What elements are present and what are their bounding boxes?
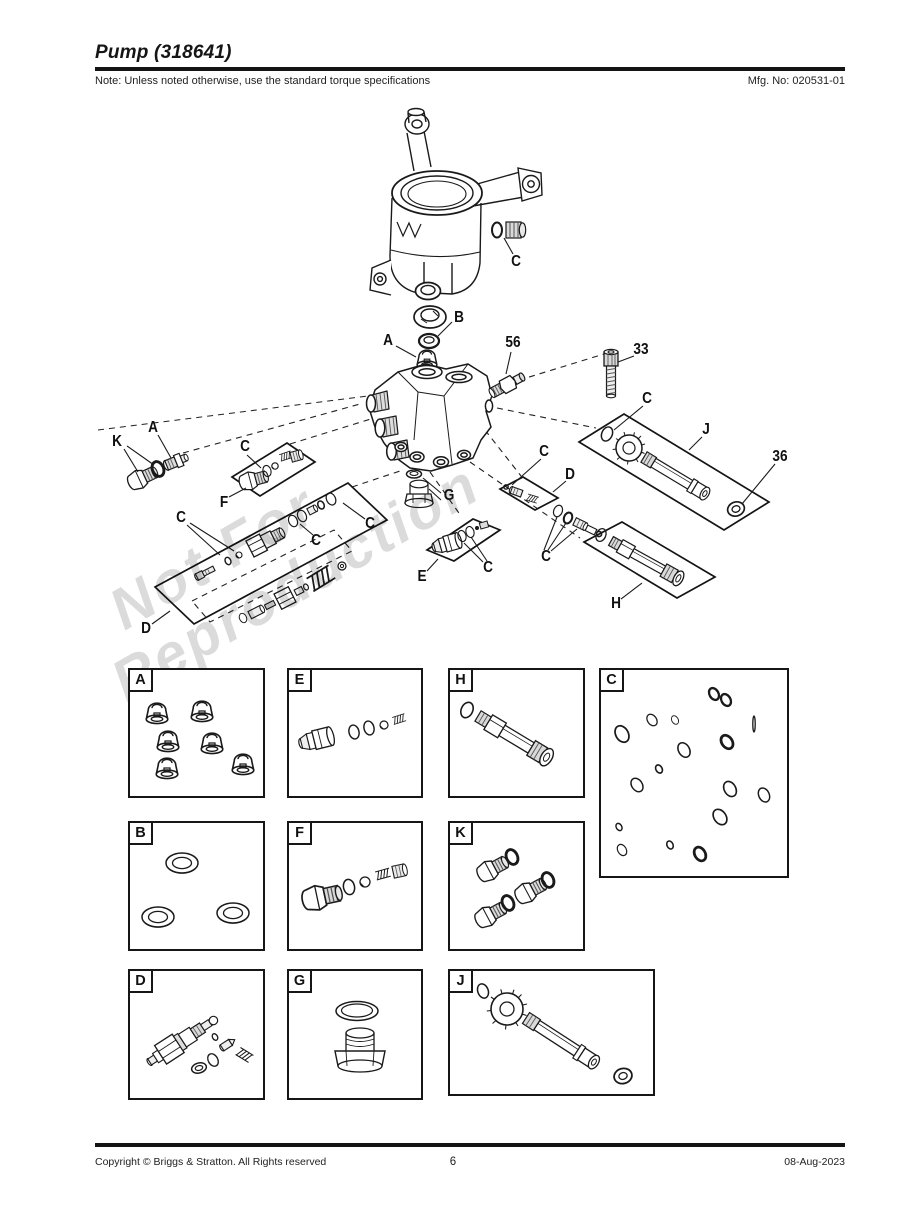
detail-box-e: E xyxy=(287,668,423,798)
detail-box-label-f: F xyxy=(287,821,312,845)
callout-d-kit: D xyxy=(141,620,151,637)
detail-box-h: H xyxy=(448,668,585,798)
detail-box-b: B xyxy=(128,821,265,951)
detail-box-label-h: H xyxy=(448,668,473,692)
detail-box-label-d: D xyxy=(128,969,153,993)
page-number: 6 xyxy=(449,1156,457,1168)
kit-d-box xyxy=(153,481,389,626)
detail-box-d: D xyxy=(128,969,265,1100)
detail-box-g: G xyxy=(287,969,423,1100)
kit-d2-parts xyxy=(503,484,540,505)
kit-h-box xyxy=(582,521,717,599)
kit-e-box xyxy=(425,518,502,562)
callout-c-oring-j: C xyxy=(642,390,652,407)
housing-plug-c-drawing xyxy=(491,221,527,239)
detail-box-g-art xyxy=(334,1000,386,1073)
callout-a-valve: A xyxy=(383,332,393,349)
callout-j: J xyxy=(702,421,710,438)
kit-f-parts xyxy=(236,449,304,493)
detail-box-c-art xyxy=(611,685,773,865)
detail-box-label-g: G xyxy=(287,969,312,993)
callout-a-fitting: A xyxy=(148,419,158,436)
torque-note: Note: Unless noted otherwise, use the st… xyxy=(95,75,431,87)
detail-box-label-c: C xyxy=(599,668,624,692)
footer-rule xyxy=(95,1143,845,1147)
relief-valve-56-drawing xyxy=(488,372,526,399)
manifold-drawing xyxy=(365,363,494,472)
detail-box-j-art xyxy=(474,981,633,1085)
kit-j-box xyxy=(577,413,771,531)
title-rule xyxy=(95,67,845,71)
detail-box-label-j: J xyxy=(448,969,473,993)
callout-c-housing-plug: C xyxy=(511,253,521,270)
detail-box-label-e: E xyxy=(287,668,312,692)
copyright-text: Copyright © Briggs & Stratton. All Right… xyxy=(95,1156,327,1168)
callout-33: 33 xyxy=(633,341,649,358)
detail-box-a: A xyxy=(128,668,265,798)
kit-d2-box xyxy=(498,476,560,511)
mfg-no: Mfg. No: 020531-01 xyxy=(747,75,845,87)
plug-k-drawing xyxy=(124,461,162,494)
detail-box-j: J xyxy=(448,969,655,1096)
dashed-lines xyxy=(97,353,605,623)
callout-h: H xyxy=(611,595,621,612)
detail-box-label-k: K xyxy=(448,821,473,845)
callout-c-kit-d2: C xyxy=(539,443,549,460)
callout-c-kit-f: C xyxy=(240,438,250,455)
callout-36: 36 xyxy=(772,448,788,465)
callout-b-seal: B xyxy=(454,309,464,326)
detail-box-c: C xyxy=(599,668,789,878)
kit-j-parts xyxy=(598,424,746,518)
callout-c-kit-d-right: C xyxy=(365,515,375,532)
detail-box-f-art xyxy=(299,863,408,914)
detail-box-label-b: B xyxy=(128,821,153,845)
seal-36-drawing xyxy=(726,500,746,518)
callout-c-kit-d-mid: C xyxy=(311,532,321,549)
callout-c-kit-e: C xyxy=(483,559,493,576)
callout-56: 56 xyxy=(505,334,521,351)
seal-stack-drawing xyxy=(413,281,447,350)
detail-box-d-art xyxy=(146,1015,254,1074)
callout-d2-kit: D xyxy=(565,466,575,483)
kit-e-parts xyxy=(431,520,490,554)
detail-box-h-art xyxy=(457,699,555,767)
callout-e: E xyxy=(417,568,427,585)
callout-k: K xyxy=(112,433,122,450)
detail-box-f: F xyxy=(287,821,423,951)
bolt-33-drawing xyxy=(603,348,619,399)
kit-boxes xyxy=(153,413,771,626)
leader-lines xyxy=(123,237,776,625)
drain-plug-g-drawing xyxy=(404,469,434,509)
detail-box-e-art xyxy=(298,713,407,751)
kit-h-parts xyxy=(593,526,685,587)
callout-f: F xyxy=(219,494,229,511)
detail-box-label-a: A xyxy=(128,668,153,692)
orings-h-parts xyxy=(551,503,603,538)
fitting-a-drawing xyxy=(162,452,189,471)
footer-date: 08-Aug-2023 xyxy=(784,1156,845,1168)
kit-d-parts xyxy=(194,490,347,625)
callout-c-orings-h: C xyxy=(541,548,551,565)
callout-g: G xyxy=(443,487,455,504)
callout-c-kit-d-left: C xyxy=(176,509,186,526)
detail-box-k: K xyxy=(448,821,585,951)
pump-housing-drawing xyxy=(369,107,543,296)
page-title: Pump (318641) xyxy=(95,42,232,63)
